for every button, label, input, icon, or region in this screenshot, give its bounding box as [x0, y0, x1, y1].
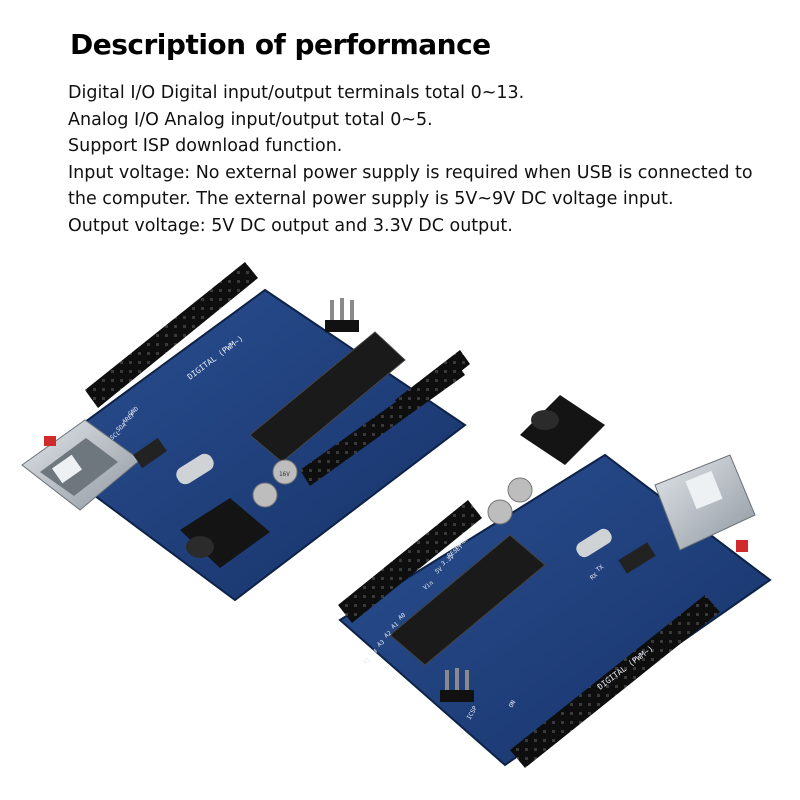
digital-header-left: [85, 262, 258, 408]
capacitor-right-1: [507, 477, 533, 503]
icsp-header-right: [440, 668, 474, 702]
arduino-board-right: IOREF RESET 3.3V 5V Vin A0 A1 A2 A3 A4 A…: [338, 395, 772, 768]
page-title: Description of performance: [70, 28, 491, 61]
analog-power-header-right: [338, 500, 482, 623]
atmega-chip-right: [389, 534, 546, 666]
cap-marking-left: 16V: [279, 471, 290, 478]
product-photo: 16V DIGITAL (PWM~) SCL SDA AREF GND: [21, 262, 772, 768]
capacitor-left-2: [252, 482, 278, 508]
spec-output-voltage: Output voltage: 5V DC output and 3.3V DC…: [68, 215, 513, 236]
silk-a2-right: A2: [383, 629, 393, 639]
dc-jack-right: [520, 395, 605, 465]
analog-header-left: [395, 350, 470, 416]
silk-a1-right: A1: [390, 620, 400, 630]
reset-button-right: [736, 540, 748, 552]
silk-tx-right: TX: [595, 563, 605, 573]
spec-list: Digital I/O Digital input/output termina…: [68, 80, 788, 239]
silk-a4-right: A4: [369, 647, 379, 657]
silk-on-right: ON: [508, 699, 518, 709]
silk-5v-right: 5V: [434, 565, 444, 575]
icsp-header-left: [325, 298, 359, 332]
digital-header-right: [510, 595, 720, 768]
capacitor-right-2: [487, 499, 513, 525]
silk-rx-right: RX: [589, 571, 599, 581]
reset-button-left: [44, 436, 56, 446]
atmega-chip-left: [249, 331, 406, 463]
usb-chip-right: [618, 542, 656, 574]
spec-input-voltage: Input voltage: No external power supply …: [68, 162, 753, 183]
spec-isp: Support ISP download function.: [68, 136, 343, 156]
usb-chip-left: [133, 437, 167, 469]
crystal-right: [576, 528, 612, 558]
spec-analog-io: Analog I/O Analog input/output total 0~5…: [68, 109, 433, 130]
capacitor-left-1: [272, 459, 298, 485]
spec-input-voltage-cont: the computer. The external power supply …: [68, 189, 674, 209]
arduino-board-left: 16V DIGITAL (PWM~) SCL SDA AREF GND: [21, 262, 470, 602]
spec-digital-io: Digital I/O Digital input/output termina…: [68, 83, 525, 103]
crystal-left: [176, 453, 214, 485]
silk-a5-right: A5: [362, 656, 372, 666]
silk-a3-right: A3: [376, 638, 386, 648]
silk-a0-right: A0: [397, 611, 407, 621]
